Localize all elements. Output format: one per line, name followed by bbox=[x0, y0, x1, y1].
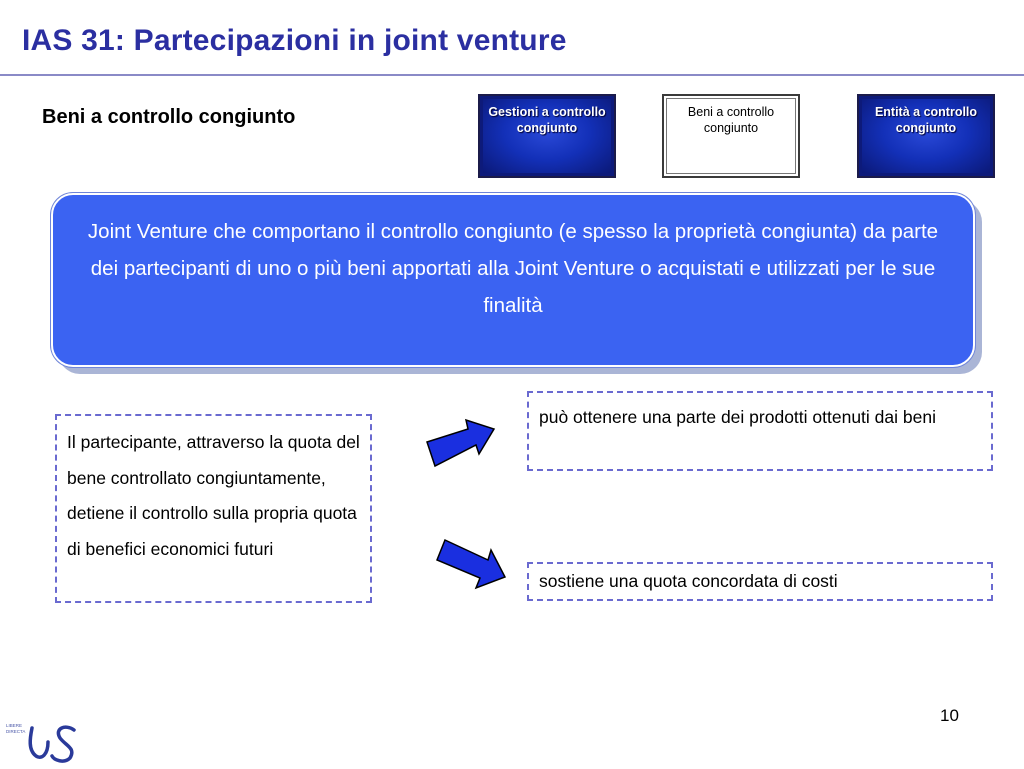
title-divider bbox=[0, 74, 1024, 76]
nav-button-gestioni[interactable]: Gestioni a controllo congiunto bbox=[478, 94, 616, 178]
nav-button-label: Entità a controllo congiunto bbox=[874, 105, 978, 135]
outcome-box-products: può ottenere una parte dei prodotti otte… bbox=[527, 391, 993, 471]
arrow-right-up-icon[interactable] bbox=[420, 410, 502, 477]
logo-small-text: DIRECTA bbox=[6, 729, 25, 734]
page-number: 10 bbox=[940, 706, 959, 725]
nav-button-beni[interactable]: Beni a controllo congiunto bbox=[662, 94, 800, 178]
nav-button-label: Gestioni a controllo congiunto bbox=[488, 105, 606, 135]
outcome-text: può ottenere una parte dei prodotti otte… bbox=[539, 407, 936, 427]
nav-button-entita[interactable]: Entità a controllo congiunto bbox=[857, 94, 995, 178]
section-subtitle: Beni a controllo congiunto bbox=[42, 106, 296, 128]
arrow-right-down-icon[interactable] bbox=[430, 533, 512, 602]
us-logo-icon: LIBERE DIRECTA bbox=[4, 716, 86, 764]
slide-title: IAS 31: Partecipazioni in joint venture bbox=[22, 24, 567, 57]
definition-text: Joint Venture che comportano il controll… bbox=[87, 220, 939, 317]
participant-box: Il partecipante, attraverso la quota del… bbox=[55, 414, 372, 603]
participant-text: Il partecipante, attraverso la quota del… bbox=[67, 432, 360, 559]
logo-small-text: LIBERE bbox=[6, 723, 22, 728]
outcome-text: sostiene una quota concordata di costi bbox=[539, 571, 838, 591]
nav-button-label: Beni a controllo congiunto bbox=[687, 105, 775, 135]
outcome-box-costs: sostiene una quota concordata di costi bbox=[527, 562, 993, 601]
definition-box: Joint Venture che comportano il controll… bbox=[51, 193, 975, 367]
